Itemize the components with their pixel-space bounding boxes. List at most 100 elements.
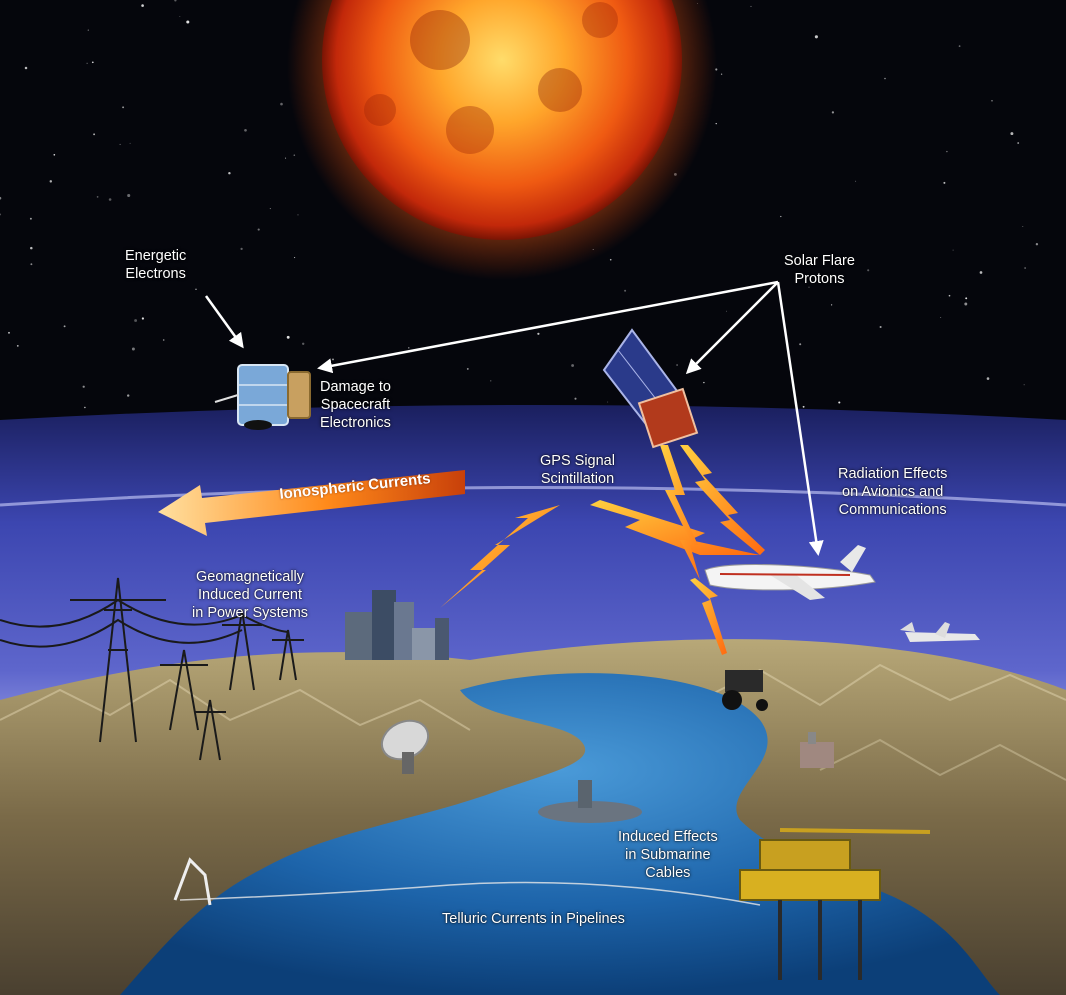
spacecraft-damage-line-1: Damage to xyxy=(320,379,391,395)
star xyxy=(285,157,287,159)
star xyxy=(0,196,2,200)
gps-bolt-right xyxy=(590,500,760,555)
star xyxy=(53,153,56,156)
ionospheric-currents-arrow xyxy=(158,470,465,536)
star xyxy=(991,99,993,102)
star xyxy=(324,398,327,401)
star xyxy=(108,198,112,201)
star xyxy=(408,347,410,349)
star xyxy=(87,29,89,31)
oil-rig-icon xyxy=(739,828,931,980)
gic-power-label: Geomagnetically Induced Current in Power… xyxy=(192,568,308,622)
star xyxy=(964,302,968,306)
spacecraft-damage-line-3: Electronics xyxy=(320,415,391,431)
gps-scintillation-line-1: GPS Signal xyxy=(540,453,615,469)
radiation-effects-line-3: Communications xyxy=(838,502,947,518)
arrow-protons-to-satellite xyxy=(685,281,779,375)
star xyxy=(179,16,181,17)
star xyxy=(122,106,125,109)
star xyxy=(63,325,66,328)
star xyxy=(86,62,88,64)
star xyxy=(24,66,28,70)
star xyxy=(257,228,260,231)
star xyxy=(537,332,540,335)
radiation-effects-line-2: on Avionics and xyxy=(842,484,944,500)
stars xyxy=(0,0,1039,440)
submarine-icon xyxy=(538,780,642,823)
star xyxy=(49,180,53,183)
gps-scintillation-label: GPS Signal Scintillation xyxy=(540,452,615,488)
satellite-bolt-2 xyxy=(680,445,765,555)
star xyxy=(1023,384,1025,386)
star xyxy=(93,133,96,136)
telluric-pipelines-label: Telluric Currents in Pipelines xyxy=(442,911,625,927)
star xyxy=(269,208,271,210)
star xyxy=(831,111,835,114)
star xyxy=(127,193,131,198)
radio-dish-icon xyxy=(380,719,430,774)
energetic-electrons-line-1: Energetic xyxy=(125,248,187,264)
star xyxy=(302,342,305,345)
star xyxy=(129,142,131,144)
star xyxy=(715,123,717,125)
star xyxy=(943,181,946,184)
star xyxy=(240,247,243,251)
star xyxy=(141,4,144,7)
star xyxy=(16,344,19,347)
star xyxy=(91,61,94,64)
star xyxy=(780,215,782,218)
star xyxy=(703,381,705,384)
star xyxy=(855,180,857,182)
star xyxy=(280,102,283,106)
sun-granulation xyxy=(364,2,618,154)
pipeline-worker-icon xyxy=(173,857,212,906)
gic-power-line-1: Geomagnetically xyxy=(196,569,305,585)
star xyxy=(1024,267,1026,269)
spacecraft-damage-label: Damage to Spacecraft Electronics xyxy=(320,378,391,432)
star xyxy=(8,331,10,334)
star xyxy=(96,196,99,198)
star xyxy=(802,405,805,408)
star xyxy=(29,217,32,220)
star xyxy=(30,246,33,250)
star xyxy=(84,406,86,409)
submarine-cables-line-1: Induced Effects xyxy=(618,829,718,845)
gic-power-line-3: in Power Systems xyxy=(192,605,309,621)
star xyxy=(607,401,609,403)
star xyxy=(879,325,882,329)
star xyxy=(979,271,983,274)
star xyxy=(332,358,334,361)
star xyxy=(624,289,627,292)
star xyxy=(946,150,948,153)
star xyxy=(867,269,870,272)
star xyxy=(174,0,177,2)
star xyxy=(466,367,469,370)
sun xyxy=(322,0,682,240)
star xyxy=(297,214,299,216)
star xyxy=(750,5,752,7)
star xyxy=(244,128,247,132)
star xyxy=(1017,142,1020,144)
solar-flare-protons-line-1: Solar Flare xyxy=(784,253,855,269)
spacecraft-icon xyxy=(214,364,311,430)
small-airplane-icon xyxy=(900,622,980,642)
gps-bolt-left xyxy=(440,505,560,608)
star xyxy=(884,77,886,80)
radiation-effects-line-1: Radiation Effects xyxy=(838,466,948,482)
star xyxy=(808,286,810,288)
star xyxy=(965,297,968,300)
star xyxy=(490,380,492,382)
tractor-icon xyxy=(722,670,768,711)
star xyxy=(1022,225,1024,227)
airplane-icon xyxy=(704,545,876,600)
energetic-electrons-label: Energetic Electrons xyxy=(125,247,186,283)
factory-icon xyxy=(800,732,834,768)
gic-power-line-2: Induced Current xyxy=(198,587,303,603)
energetic-electrons-line-2: Electrons xyxy=(125,266,186,282)
city-icon xyxy=(345,590,449,660)
star xyxy=(162,339,165,341)
star xyxy=(986,377,990,380)
solar-flare-protons-line-2: Protons xyxy=(794,271,845,287)
